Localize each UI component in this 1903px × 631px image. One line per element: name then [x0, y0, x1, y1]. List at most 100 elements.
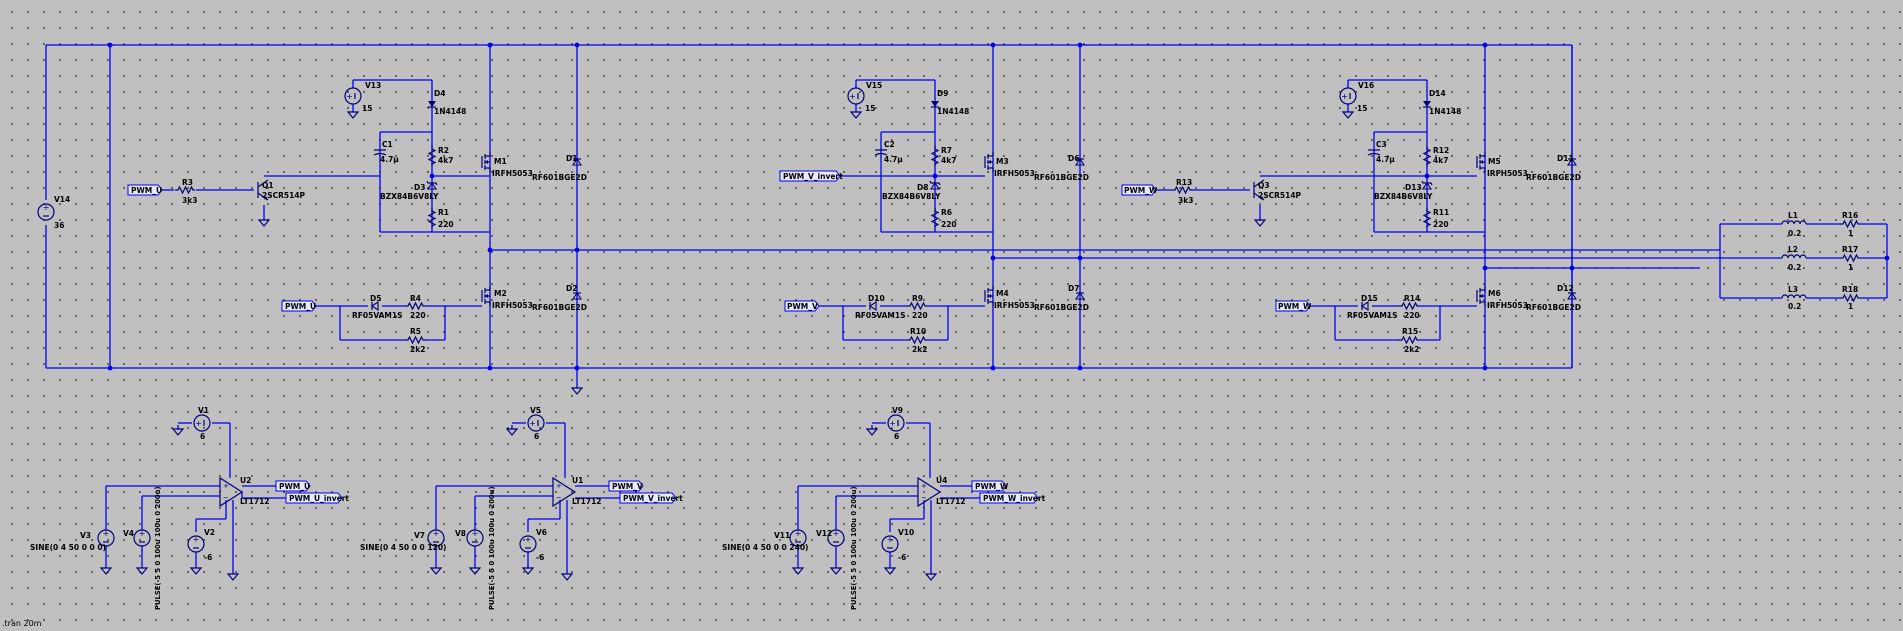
svg-text:D13: D13	[1405, 183, 1422, 192]
svg-text:PWM_V_invert: PWM_V_invert	[783, 172, 843, 181]
svg-text:IRFH5053: IRFH5053	[994, 169, 1035, 178]
net-label-pwm-u-low[interactable]: PWM_U	[281, 300, 317, 312]
net-label-pwm-w-invert-out[interactable]: PWM_W_invert	[979, 492, 1046, 504]
phase-u-labels: PWM_U R3 3k3 Q1 2SCR514P V13 15 D4 1N414…	[127, 81, 587, 354]
net-label-pwm-u-invert-out[interactable]: PWM_U_invert	[285, 492, 349, 504]
svg-text:PWM_W_invert: PWM_W_invert	[983, 494, 1046, 503]
svg-text:PWM_W: PWM_W	[975, 482, 1009, 491]
phase-w-bridge	[1155, 42, 1700, 371]
svg-text:SINE(0 4 50 0 0 0): SINE(0 4 50 0 0 0)	[30, 543, 106, 552]
svg-text:2SCR514P: 2SCR514P	[1258, 191, 1302, 200]
svg-text:V6: V6	[536, 528, 547, 537]
svg-text:IRFH5053: IRFH5053	[492, 169, 533, 178]
svg-text:SINE(0 4 50 0 0 240): SINE(0 4 50 0 0 240)	[722, 543, 808, 552]
svg-text:V3: V3	[80, 531, 91, 540]
svg-text:3k3: 3k3	[1178, 196, 1193, 205]
svg-text:1N4148: 1N4148	[937, 107, 969, 116]
svg-text:D11: D11	[1557, 154, 1574, 163]
svg-text:BZX84B6V8LY: BZX84B6V8LY	[380, 192, 439, 201]
svg-text:1N4148: 1N4148	[1429, 107, 1461, 116]
svg-text:D14: D14	[1429, 89, 1446, 98]
svg-text:PULSE(-5 5 0 100u 100u 0 200u): PULSE(-5 5 0 100u 100u 0 200u)	[488, 486, 496, 610]
net-label-pwm-u-high[interactable]: PWM_U	[127, 184, 163, 196]
net-label-pwm-w-high[interactable]: PWM_W	[1121, 184, 1158, 196]
net-label-pwm-v-low[interactable]: PWM_V	[784, 300, 820, 312]
svg-text:D12: D12	[1557, 284, 1574, 293]
svg-text:1: 1	[1848, 229, 1853, 238]
svg-text:2k2: 2k2	[1404, 345, 1419, 354]
net-label-pwm-v-invert[interactable]: PWM_V_invert	[779, 170, 843, 182]
spice-directive[interactable]: .tran 20m	[2, 619, 42, 628]
comparator-v	[427, 414, 620, 581]
svg-text:R3: R3	[182, 178, 193, 187]
phase-v-labels: PWM_V_invert V15 15 D9 1N4148 C2 4.7µ R7…	[779, 81, 1089, 354]
svg-text:R5: R5	[410, 327, 421, 336]
svg-text:R11: R11	[1433, 208, 1449, 217]
svg-text:M2: M2	[494, 289, 507, 298]
svg-text:IRFH5053: IRFH5053	[1487, 301, 1528, 310]
svg-text:R9: R9	[912, 294, 923, 303]
load-network	[1700, 220, 1890, 302]
svg-text:RF601BGE2D: RF601BGE2D	[1526, 173, 1581, 182]
svg-text:M6: M6	[1488, 289, 1501, 298]
svg-text:D8: D8	[917, 183, 928, 192]
net-label-pwm-v-out[interactable]: PWM_V	[608, 480, 644, 492]
svg-text:C3: C3	[1376, 140, 1387, 149]
svg-text:D15: D15	[1361, 294, 1378, 303]
svg-text:R14: R14	[1404, 294, 1420, 303]
net-label-pwm-v-invert-out[interactable]: PWM_V_invert	[619, 492, 683, 504]
svg-text:V10: V10	[898, 528, 914, 537]
svg-text:6: 6	[894, 432, 899, 441]
comparator-w	[789, 414, 980, 581]
svg-text:C2: C2	[884, 140, 895, 149]
svg-text:1: 1	[1848, 302, 1853, 311]
svg-text:220: 220	[912, 311, 928, 320]
svg-text:-6: -6	[204, 553, 212, 562]
svg-text:2k2: 2k2	[410, 345, 425, 354]
svg-text:V13: V13	[365, 81, 381, 90]
svg-text:PWM_W: PWM_W	[1124, 186, 1158, 195]
comparator-v-labels: V5 6 U1 LT1712 V7 SINE(0 4 50 0 0 120) V…	[360, 406, 683, 610]
svg-text:RF601BGE2D: RF601BGE2D	[532, 303, 587, 312]
svg-text:BZX84B6V8LY: BZX84B6V8LY	[882, 192, 941, 201]
svg-text:PWM_W: PWM_W	[1278, 302, 1312, 311]
svg-text:M4: M4	[996, 289, 1009, 298]
svg-text:PWM_U_invert: PWM_U_invert	[289, 494, 349, 503]
svg-text:6: 6	[534, 432, 539, 441]
svg-text:IRFH5053: IRFH5053	[994, 301, 1035, 310]
svg-text:1N4148: 1N4148	[434, 107, 466, 116]
svg-text:LT1712: LT1712	[936, 497, 966, 506]
svg-text:6: 6	[200, 432, 205, 441]
svg-text:D6: D6	[1068, 154, 1079, 163]
svg-text:220: 220	[410, 311, 426, 320]
comparator-u-labels: V1 6 U2 LT1712 V3 SINE(0 4 50 0 0 0) V4 …	[30, 406, 349, 610]
supply-name: V14	[54, 195, 70, 204]
svg-text:Q1: Q1	[262, 181, 274, 190]
svg-text:M5: M5	[1488, 157, 1501, 166]
svg-text:PULSE(-5 5 0 100u 100u 0 200u): PULSE(-5 5 0 100u 100u 0 200u)	[850, 486, 858, 610]
svg-text:IRFH5053: IRFH5053	[1487, 169, 1528, 178]
svg-text:220: 220	[1433, 220, 1449, 229]
svg-text:15: 15	[1357, 104, 1367, 113]
svg-text:V8: V8	[455, 529, 466, 538]
svg-text:15: 15	[865, 104, 875, 113]
svg-text:3k3: 3k3	[182, 196, 197, 205]
svg-text:4k7: 4k7	[438, 156, 453, 165]
load-labels: L1 0.2 R16 1 L2 0.2 R17 1 L3 0.2 R18 1	[1788, 211, 1858, 311]
svg-text:U1: U1	[572, 476, 583, 485]
net-label-pwm-w-out[interactable]: PWM_W	[971, 480, 1009, 492]
net-label-pwm-u-out[interactable]: PWM_U	[275, 480, 311, 492]
svg-text:RF601BGE2D: RF601BGE2D	[532, 173, 587, 182]
svg-text:V16: V16	[1358, 81, 1374, 90]
supply-v14[interactable]: V14 36	[37, 195, 70, 230]
svg-text:220: 220	[941, 220, 957, 229]
svg-text:4.7µ: 4.7µ	[1376, 155, 1395, 164]
svg-text:0.2: 0.2	[1788, 229, 1801, 238]
svg-text:Q3: Q3	[1258, 181, 1270, 190]
phase-w-labels: PWM_W R13 3k3 Q3 2SCR514P V16 15 D14 1N4…	[1121, 81, 1581, 354]
net-label-pwm-w-low[interactable]: PWM_W	[1275, 300, 1312, 312]
svg-text:R18: R18	[1842, 285, 1858, 294]
svg-text:V4: V4	[123, 529, 134, 538]
svg-text:2SCR514P: 2SCR514P	[262, 191, 306, 200]
